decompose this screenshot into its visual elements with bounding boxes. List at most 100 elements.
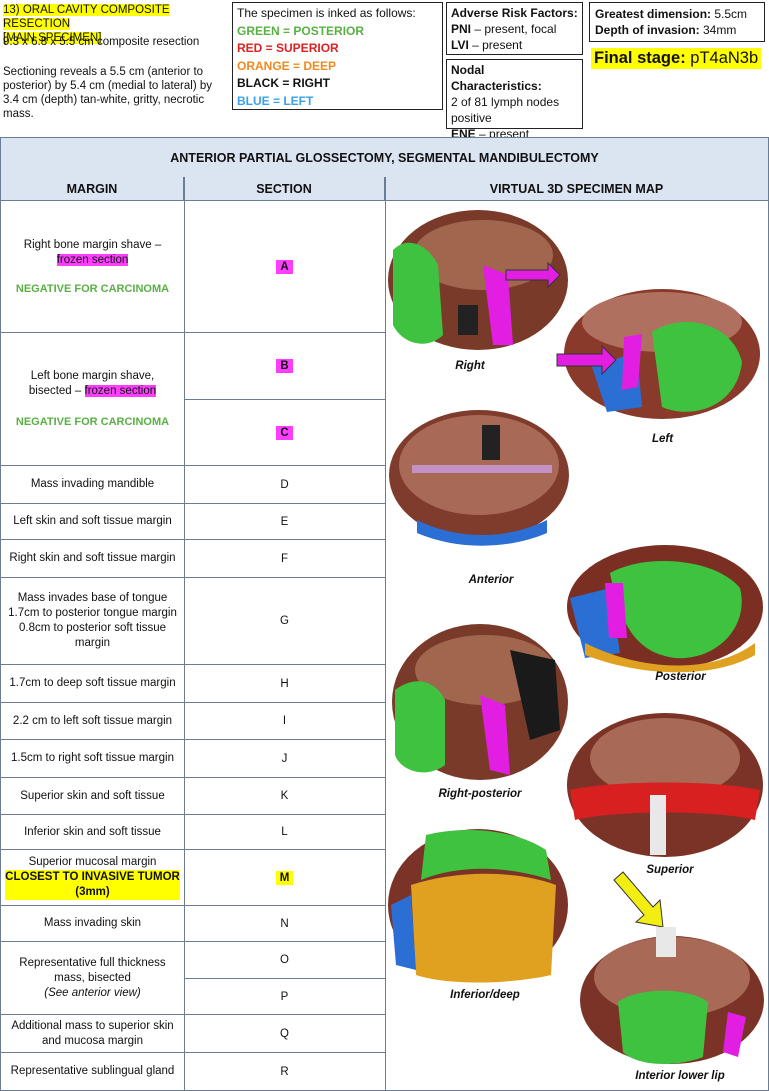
ink-green: GREEN = POSTERIOR	[237, 23, 365, 38]
specimen-title: 13) ORAL CAVITY COMPOSITE RESECTION [MAI…	[3, 3, 228, 45]
left-bone-line2: bisected –	[28, 384, 82, 397]
ink-blue: BLUE = LEFT	[237, 93, 314, 108]
risk-heading: Adverse Risk Factors:	[451, 6, 578, 20]
frozen-section-highlight: frozen section	[56, 253, 129, 266]
caption-right-posterior: Right-posterior	[438, 788, 522, 800]
negative-result: NEGATIVE FOR CARCINOMA	[15, 415, 170, 428]
caption-superior: Superior	[646, 864, 694, 876]
section-o: O	[184, 942, 385, 979]
closest-to-tumor: CLOSEST TO INVASIVE TUMOR (3mm)	[5, 870, 180, 900]
final-stage-value: pT4aN3b	[685, 49, 759, 67]
specimen-description: Sectioning reveals a 5.5 cm (anterior to…	[3, 66, 212, 120]
section-q: Q	[184, 1015, 385, 1053]
table-row-right-bone: Right bone margin shave –frozen section …	[1, 202, 184, 333]
specimen-image-left	[556, 289, 760, 419]
specimen-image-right-posterior	[392, 624, 568, 780]
column-divider	[385, 177, 386, 1090]
caption-right: Right	[455, 360, 485, 372]
specimen-image-right	[388, 210, 568, 350]
table-row: Mass invading mandible	[1, 466, 184, 504]
pni-value: – present, focal	[471, 22, 557, 36]
section-d: D	[184, 466, 385, 504]
section-m: M	[275, 870, 294, 885]
table-row: 1.5cm to right soft tissue margin	[1, 740, 184, 778]
table-row: Superior skin and soft tissue	[1, 778, 184, 815]
ink-black: BLACK = RIGHT	[237, 76, 330, 90]
specimen-size: 9.3 x 6.8 x 5.5 cm composite resection	[3, 36, 200, 48]
caption-posterior: Posterior	[655, 671, 706, 683]
table-row-left-bone: Left bone margin shave, bisected – frozen…	[1, 333, 184, 466]
section-e: E	[184, 504, 385, 540]
section-g: G	[184, 578, 385, 665]
pni-label: PNI	[451, 22, 472, 36]
section-n: N	[184, 906, 385, 942]
caption-left: Left	[651, 433, 674, 445]
column-header-map: VIRTUAL 3D SPECIMEN MAP	[385, 177, 768, 201]
section-k: K	[184, 778, 385, 815]
superior-mucosal-margin: Superior mucosal margin	[28, 856, 157, 868]
section-a: A	[276, 260, 293, 274]
table-row: Mass invading skin	[1, 906, 184, 942]
ink-red: RED = SUPERIOR	[237, 41, 339, 55]
section-i: I	[184, 703, 385, 740]
column-header-margin: MARGIN	[1, 177, 184, 201]
table-title: ANTERIOR PARTIAL GLOSSECTOMY, SEGMENTAL …	[1, 138, 768, 178]
table-row-m: Superior mucosal margin CLOSEST TO INVAS…	[1, 850, 184, 906]
greatest-value: 5.5cm	[711, 7, 748, 21]
section-f: F	[184, 540, 385, 578]
table-row: 2.2 cm to left soft tissue margin	[1, 703, 184, 740]
caption-inferior-deep: Inferior/deep	[450, 989, 520, 1001]
greatest-label: Greatest dimension:	[595, 7, 712, 21]
negative-result: NEGATIVE FOR CARCINOMA	[15, 282, 170, 295]
risk-pni: PNI – present, focal	[451, 21, 578, 37]
left-bone-text: Left bone margin shave, bisected – frozen…	[28, 369, 157, 399]
right-bone-label: Right bone margin shave –	[23, 238, 162, 251]
lvi-label: LVI	[451, 38, 469, 52]
section-cell: C	[184, 400, 385, 466]
specimen-image-posterior	[567, 545, 763, 673]
final-stage: Final stage: pT4aN3b	[591, 48, 762, 69]
right-bone-text: Right bone margin shave – frozen section	[24, 238, 161, 268]
specimen-image-inferior-deep	[388, 829, 568, 983]
depth-label: Depth of invasion:	[595, 23, 700, 37]
ink-legend: The specimen is inked as follows: GREEN …	[232, 2, 443, 110]
section-b: B	[276, 359, 293, 373]
representative-mass: Representative full thickness mass, bise…	[19, 956, 166, 984]
frozen-section-highlight: frozen section	[84, 384, 157, 397]
section-p: P	[184, 979, 385, 1015]
specimen-image-superior	[567, 713, 763, 857]
section-l: L	[184, 815, 385, 850]
lvi-value: – present	[468, 38, 523, 52]
nodal-characteristics: Nodal Characteristics: 2 of 81 lymph nod…	[446, 59, 583, 141]
specimen-title-line2: [MAIN SPECIMEN]	[3, 32, 102, 44]
table-row-op: Representative full thickness mass, bise…	[1, 942, 184, 1015]
table-row: Inferior skin and soft tissue	[1, 815, 184, 850]
dimensions-box: Greatest dimension: 5.5cm Depth of invas…	[589, 2, 765, 42]
final-stage-label: Final stage:	[594, 49, 686, 67]
section-r: R	[280, 1065, 289, 1078]
section-h: H	[184, 665, 385, 703]
depth-value: 34mm	[699, 23, 737, 37]
see-anterior-view: (See anterior view)	[44, 986, 141, 999]
caption-anterior: Anterior	[468, 574, 514, 586]
section-cell: A	[184, 202, 385, 333]
specimen-image-interior-lower-lip	[580, 871, 764, 1064]
specimen-title-line1: 13) ORAL CAVITY COMPOSITE RESECTION	[3, 4, 170, 30]
section-c: C	[276, 425, 293, 440]
nodal-heading: Nodal Characteristics:	[451, 63, 542, 93]
greatest-dimension: Greatest dimension: 5.5cm	[595, 6, 759, 22]
table-row: Left skin and soft tissue margin	[1, 504, 184, 540]
depth-of-invasion: Depth of invasion: 34mm	[595, 22, 759, 38]
ink-legend-heading: The specimen is inked as follows:	[237, 6, 416, 20]
adverse-risk-factors: Adverse Risk Factors: PNI – present, foc…	[446, 2, 583, 55]
section-cell: B	[184, 333, 385, 400]
section-cell: M	[184, 850, 385, 906]
column-header-section: SECTION	[184, 177, 385, 201]
table-row: 1.7cm to deep soft tissue margin	[1, 665, 184, 703]
ink-orange: ORANGE = DEEP	[237, 58, 337, 73]
section-j: J	[184, 740, 385, 778]
column-divider	[184, 177, 185, 1090]
table-row: Mass invades base of tongue 1.7cm to pos…	[1, 578, 184, 665]
left-bone-line1: Left bone margin shave,	[30, 369, 155, 382]
risk-lvi: LVI – present	[451, 37, 578, 53]
